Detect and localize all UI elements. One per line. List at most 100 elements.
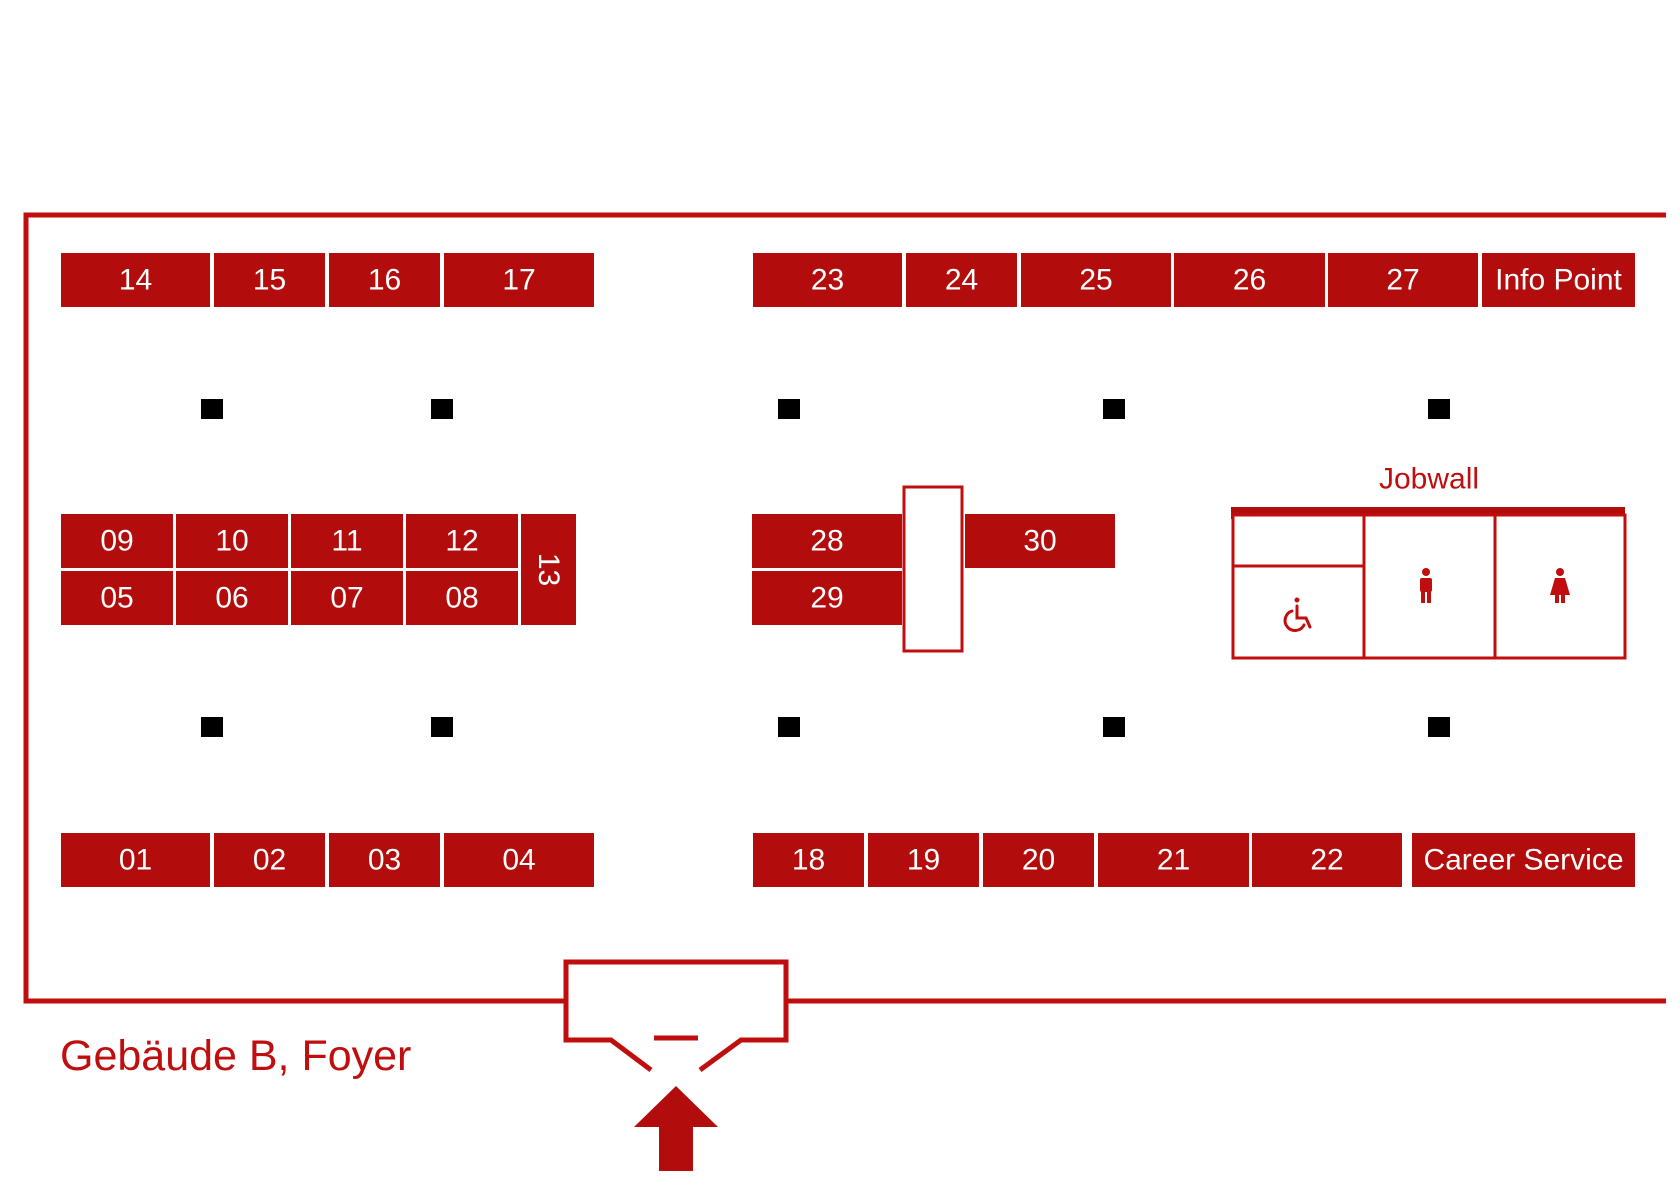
pillar — [1428, 399, 1450, 419]
booth-rect — [752, 571, 902, 625]
booth-rect — [521, 514, 576, 625]
booth-26[interactable]: 26 — [1174, 253, 1325, 307]
booth-27[interactable]: 27 — [1328, 253, 1478, 307]
booths: 14 15 16 17 23 24 25 26 27 Info Point 09 10 11 12 05 06… — [61, 253, 1635, 887]
booth-16[interactable]: 16 — [329, 253, 440, 307]
booth-29[interactable]: 29 — [752, 571, 902, 625]
male-restroom-icon — [1420, 568, 1432, 603]
booth-rect — [406, 571, 518, 625]
booth-10[interactable]: 10 — [176, 514, 288, 568]
booth-rect — [329, 253, 440, 307]
female-restroom-icon — [1550, 568, 1570, 603]
booth-12[interactable]: 12 — [406, 514, 518, 568]
booth-label: 19 — [907, 844, 940, 877]
booth-22[interactable]: 22 — [1252, 833, 1402, 887]
booth-label: 14 — [119, 264, 152, 297]
booth-11[interactable]: 11 — [291, 514, 403, 568]
booth-label: 25 — [1079, 264, 1112, 297]
entrance-vestibule — [563, 959, 789, 1073]
booth-23[interactable]: 23 — [753, 253, 902, 307]
booth-24[interactable]: 24 — [906, 253, 1017, 307]
booth-02[interactable]: 02 — [214, 833, 325, 887]
floor-title: Gebäude B, Foyer — [60, 1032, 411, 1080]
booth-rect — [291, 571, 403, 625]
booth-label: 11 — [331, 525, 362, 558]
booth-label: 04 — [502, 844, 535, 877]
booth-career-service[interactable]: Career Service — [1412, 833, 1635, 887]
booth-label: 24 — [945, 264, 978, 297]
booth-label: 30 — [1023, 525, 1056, 558]
booth-07[interactable]: 07 — [291, 571, 403, 625]
restroom-block — [1231, 513, 1627, 660]
booth-label: 16 — [368, 264, 401, 297]
booth-label: 01 — [119, 844, 152, 877]
booth-05[interactable]: 05 — [61, 571, 173, 625]
booth-01[interactable]: 01 — [61, 833, 210, 887]
booth-30[interactable]: 30 — [965, 514, 1115, 568]
booth-rect — [329, 833, 440, 887]
booth-08[interactable]: 08 — [406, 571, 518, 625]
wheelchair-icon — [1283, 597, 1312, 633]
booth-label: 15 — [253, 264, 286, 297]
booth-15[interactable]: 15 — [214, 253, 325, 307]
booth-label: 10 — [215, 525, 248, 558]
booth-label: 27 — [1386, 264, 1419, 297]
booth-14[interactable]: 14 — [61, 253, 210, 307]
booth-label: 06 — [215, 582, 248, 615]
booth-rect — [1098, 833, 1249, 887]
booth-rect — [906, 253, 1017, 307]
booth-rect — [444, 253, 594, 307]
booth-label: 28 — [810, 525, 843, 558]
entrance-arrow-icon — [634, 1086, 718, 1171]
booth-label: 05 — [100, 582, 133, 615]
booth-25[interactable]: 25 — [1021, 253, 1171, 307]
booth-09[interactable]: 09 — [61, 514, 173, 568]
booth-rect — [214, 833, 325, 887]
booth-label: 22 — [1310, 844, 1343, 877]
booth-rect — [753, 833, 864, 887]
booth-rect — [753, 253, 902, 307]
booth-rect — [1021, 253, 1171, 307]
booth-17[interactable]: 17 — [444, 253, 594, 307]
booth-06[interactable]: 06 — [176, 571, 288, 625]
booth-label: Career Service — [1423, 844, 1623, 877]
booth-label: 26 — [1233, 264, 1266, 297]
booth-rect — [176, 514, 288, 568]
booth-rect — [61, 833, 210, 887]
pillar — [778, 717, 800, 737]
central-column — [902, 485, 964, 653]
jobwall-label: Jobwall — [1379, 463, 1479, 496]
booth-28[interactable]: 28 — [752, 514, 902, 568]
booth-label: 13 — [532, 553, 565, 586]
booth-21[interactable]: 21 — [1098, 833, 1249, 887]
pillar — [778, 399, 800, 419]
booth-rect — [1252, 833, 1402, 887]
booth-04[interactable]: 04 — [444, 833, 594, 887]
pillar — [431, 717, 453, 737]
booth-20[interactable]: 20 — [983, 833, 1094, 887]
pillar — [201, 399, 223, 419]
booth-label: 18 — [792, 844, 825, 877]
booth-13[interactable]: 13 — [521, 514, 576, 625]
booth-rect — [752, 514, 902, 568]
pillar — [1103, 399, 1125, 419]
booth-label: 21 — [1157, 844, 1190, 877]
booth-label: 23 — [811, 264, 844, 297]
booth-rect — [176, 571, 288, 625]
booth-label: 12 — [445, 525, 478, 558]
booth-rect — [1412, 833, 1635, 887]
booth-19[interactable]: 19 — [868, 833, 979, 887]
booth-info-point[interactable]: Info Point — [1482, 253, 1635, 307]
entrance — [563, 959, 789, 1171]
booth-label: 03 — [368, 844, 401, 877]
booth-03[interactable]: 03 — [329, 833, 440, 887]
booth-rect — [214, 253, 325, 307]
pillars — [201, 399, 1450, 737]
booth-rect — [291, 514, 403, 568]
booth-rect — [1174, 253, 1325, 307]
booth-label: 20 — [1022, 844, 1055, 877]
booth-rect — [61, 253, 210, 307]
booth-18[interactable]: 18 — [753, 833, 864, 887]
booth-label: 02 — [253, 844, 286, 877]
